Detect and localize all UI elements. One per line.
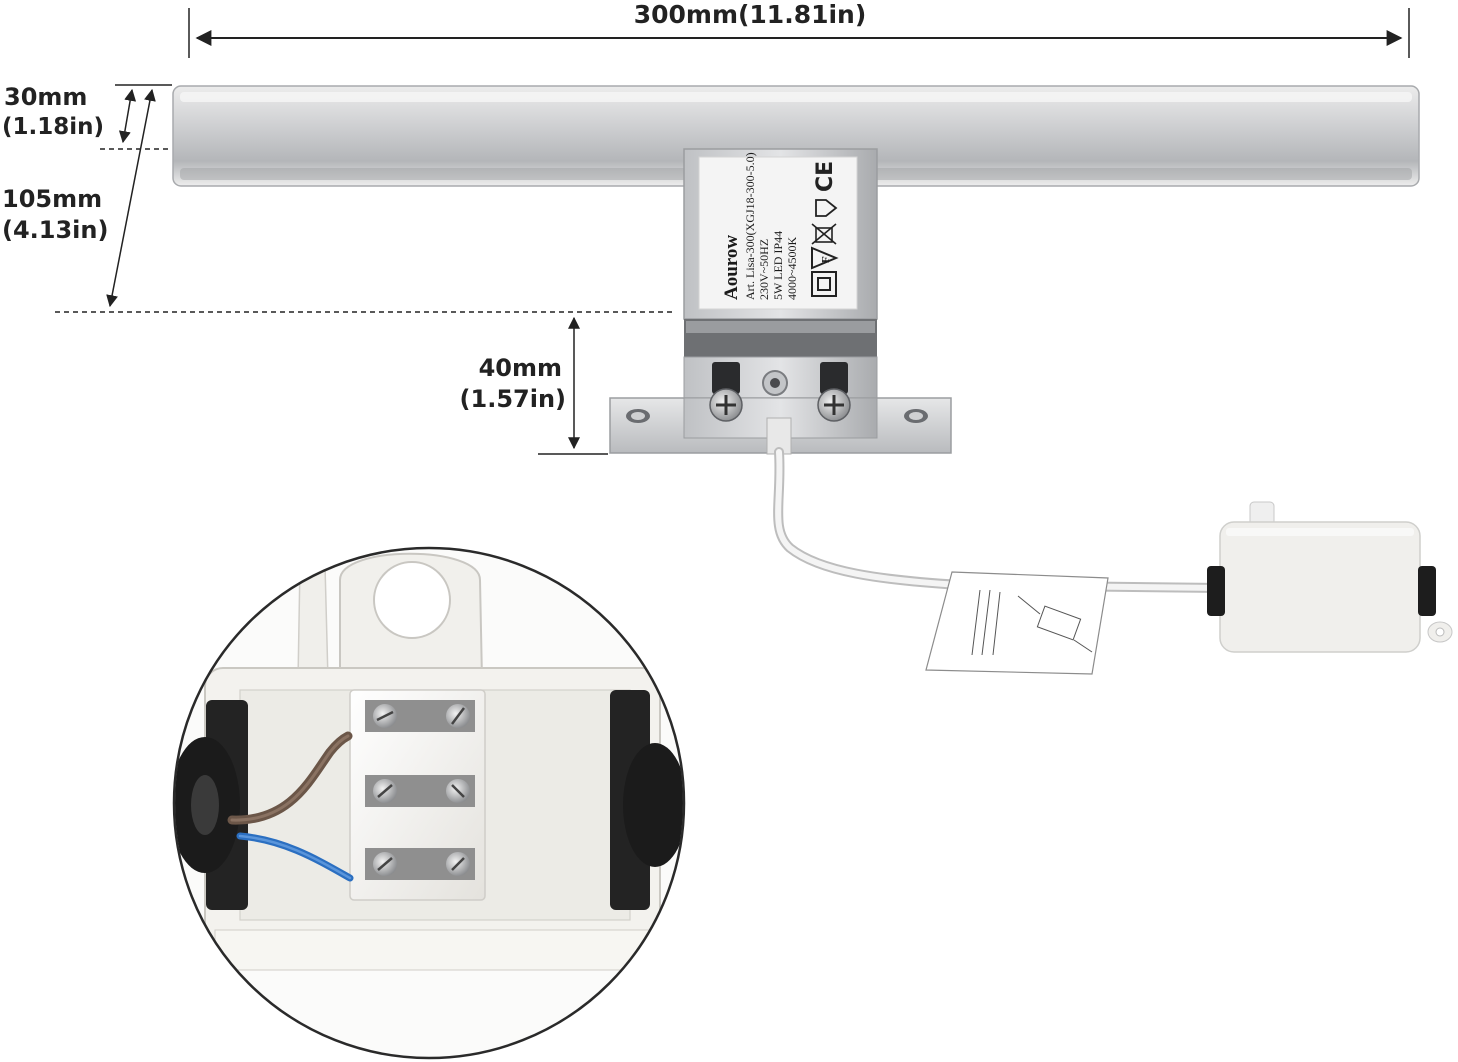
junction-box: [1207, 501, 1453, 653]
bar-height-mm: 30mm: [4, 83, 87, 111]
width-dimension-label: 300mm(11.81in): [634, 0, 867, 29]
label-line-1: Art. Lisa-300(XGJ18-300-5.0): [743, 152, 757, 300]
total-depth-in: (4.13in): [2, 216, 108, 244]
f-mark-icon: F: [811, 246, 839, 270]
total-depth-mm: 105mm: [2, 185, 102, 213]
screw-icon: [709, 388, 743, 422]
label-line-4: 4000~4500K: [785, 237, 799, 300]
led-light-bar: [172, 85, 1420, 187]
svg-text:F: F: [820, 256, 832, 263]
width-dimension: 300mm(11.81in): [188, 0, 1410, 58]
screw-icon: [373, 704, 470, 876]
brand-name: Aourow: [721, 235, 742, 300]
weee-bin-icon: [811, 223, 837, 245]
bracket-height-in: (1.57in): [460, 385, 566, 413]
class-ii-icon: [811, 271, 837, 297]
product-label: Aourow Art. Lisa-300(XGJ18-300-5.0) 230V…: [698, 152, 858, 310]
label-line-3: 5W LED IP44: [771, 231, 785, 300]
wiring-instruction-tag: [925, 571, 1109, 675]
power-cable: [766, 417, 1227, 593]
bracket-height-mm: 40mm: [479, 354, 562, 382]
label-line-2: 230V~50HZ: [757, 239, 771, 300]
screw-icon: [817, 388, 851, 422]
total-depth-dimension: 105mm (4.13in): [2, 88, 672, 313]
terminal-detail-inset: [172, 546, 686, 1060]
svg-text:CE: CE: [813, 161, 838, 192]
indoor-house-icon: [815, 199, 838, 217]
bracket-height-dimension: 40mm (1.57in): [460, 316, 608, 455]
bar-height-in: (1.18in): [2, 114, 104, 140]
ce-mark-icon: CE: [813, 161, 838, 192]
